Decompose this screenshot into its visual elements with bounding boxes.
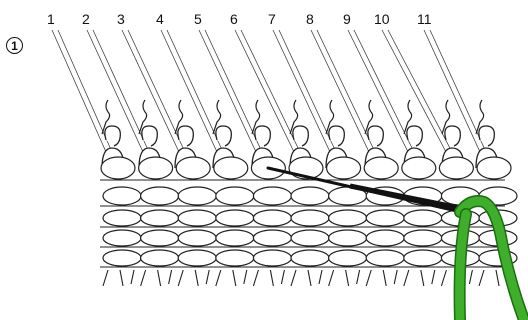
- stitch-row-3-loop: [329, 210, 367, 226]
- stitch-row-4-loop: [404, 230, 442, 246]
- stitch-row-1-loop: [139, 157, 173, 179]
- stitch-row-5-loop: [216, 250, 254, 266]
- stitch-row-4-loop: [366, 230, 404, 246]
- stitch-row-4-loop: [329, 230, 367, 246]
- stitch-row-1-loop: [439, 157, 473, 179]
- stitch-row-3-loop: [366, 210, 404, 226]
- needle-hook: [368, 126, 383, 146]
- stitch-row-2-loop: [253, 187, 291, 205]
- stitch-row-5-loop: [404, 250, 442, 266]
- stitch-row-2-loop: [216, 187, 254, 205]
- fabric-edge-strand: [103, 270, 134, 286]
- stitch-row-1-loop: [402, 157, 436, 179]
- stitch-row-5-loop: [366, 250, 404, 266]
- stitch-row-4-loop: [103, 230, 141, 246]
- stitch-row-5-loop: [103, 250, 141, 266]
- guide-line: [93, 30, 149, 152]
- needle-hook: [479, 126, 494, 146]
- fabric-edge-strand: [216, 270, 247, 286]
- stitch-row-2-loop: [141, 187, 179, 205]
- fabric-edge-strand: [366, 270, 397, 286]
- guide-line: [58, 30, 112, 152]
- stitch-row-1-loop: [214, 157, 248, 179]
- stitch-row-3-loop: [141, 210, 179, 226]
- fabric-edge-strand: [178, 270, 209, 286]
- needle-hook: [216, 126, 231, 146]
- stitch-row-1-loop: [477, 157, 511, 179]
- needle-hook: [293, 126, 308, 146]
- stitch-row-2-loop: [103, 187, 141, 205]
- stitch-row-4-loop: [253, 230, 291, 246]
- needle-hook: [178, 126, 193, 146]
- stitch-row-1-loop: [101, 157, 135, 179]
- stitch-row-5-loop: [178, 250, 216, 266]
- stitch-row-1-loop: [176, 157, 210, 179]
- fabric-bottom-edge: [103, 270, 510, 286]
- stitch-row-3-loop: [404, 210, 442, 226]
- stitch-row-5-loop: [291, 250, 329, 266]
- stitch-row-4-loop: [216, 230, 254, 246]
- guide-line: [354, 30, 414, 152]
- needle-hook: [329, 126, 344, 146]
- fabric-edge-strand: [329, 270, 360, 286]
- stitch-row-3-loop: [291, 210, 329, 226]
- stitch-row-5-loop: [141, 250, 179, 266]
- fabric-edge-strand: [253, 270, 284, 286]
- fabric-edge-strand: [141, 270, 172, 286]
- fabric-edge-strand: [404, 270, 435, 286]
- needle-hook: [105, 126, 120, 146]
- stitch-row-2-loop: [291, 187, 329, 205]
- stitch-row-5-loop: [253, 250, 291, 266]
- needle-hook: [255, 126, 270, 146]
- stitch-row-1-loop: [327, 157, 361, 179]
- stitch-row-3-loop: [216, 210, 254, 226]
- stitch-row-1-loop: [364, 157, 398, 179]
- stitch-row-3-loop: [253, 210, 291, 226]
- stitch-row-4-loop: [291, 230, 329, 246]
- stitch-row-3-loop: [178, 210, 216, 226]
- fabric-edge-strand: [291, 270, 322, 286]
- guide-line: [52, 30, 106, 152]
- needle-hook: [142, 126, 157, 146]
- stitch-row-3-loop: [103, 210, 141, 226]
- stitch-row-5-loop: [329, 250, 367, 266]
- stitch-row-4-loop: [141, 230, 179, 246]
- stitch-row-4-loop: [178, 230, 216, 246]
- stitch-row-2-loop: [178, 187, 216, 205]
